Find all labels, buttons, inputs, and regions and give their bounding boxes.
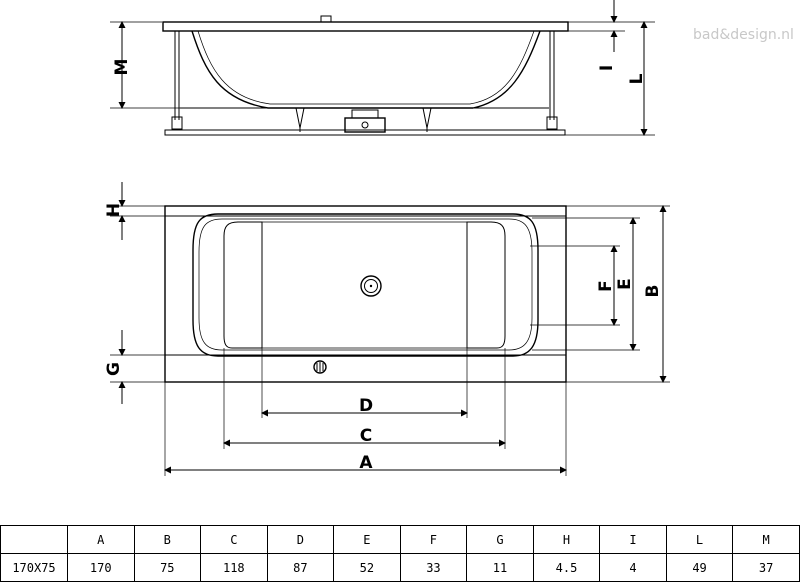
side-view: M I L xyxy=(110,0,655,136)
table-header-cell: G xyxy=(466,525,534,554)
table-cell: 49 xyxy=(665,553,734,582)
table-header-cell: B xyxy=(133,525,202,554)
table-header-cell: C xyxy=(200,525,268,554)
table-cell: 4 xyxy=(599,553,667,582)
table-header-row: A B C D E F G H I L M xyxy=(0,525,800,554)
table-cell: 75 xyxy=(133,553,202,582)
table-cell-model: 170X75 xyxy=(0,553,68,582)
watermark: bad&design.nl xyxy=(693,27,794,43)
table-row: 170X75 170 75 118 87 52 33 11 4.5 4 49 3… xyxy=(0,553,800,582)
table-cell: 118 xyxy=(200,553,268,582)
tub-rim xyxy=(162,21,569,32)
dim-label-b: B xyxy=(643,285,663,298)
table-cell: 87 xyxy=(266,553,335,582)
table-cell: 11 xyxy=(466,553,534,582)
overflow-knob xyxy=(320,15,332,23)
drain-trap xyxy=(351,109,379,119)
overflow xyxy=(313,360,327,374)
table-cell: 37 xyxy=(732,553,800,582)
dim-label-h: H xyxy=(104,203,124,217)
table-header-cell xyxy=(0,525,68,554)
table-header-cell: F xyxy=(399,525,468,554)
table-cell: 33 xyxy=(399,553,468,582)
tub-basin-top xyxy=(192,213,539,357)
dim-label-d: D xyxy=(359,396,373,416)
table-cell: 170 xyxy=(67,553,135,582)
drain xyxy=(360,275,382,297)
table-header-cell: H xyxy=(532,525,601,554)
table-header-cell: D xyxy=(266,525,335,554)
dim-label-a: A xyxy=(359,453,373,473)
dim-label-f: F xyxy=(596,280,616,292)
dim-label-e: E xyxy=(615,278,635,290)
table-cell: 4.5 xyxy=(532,553,601,582)
backrest-right xyxy=(466,221,506,349)
dim-label-g: G xyxy=(104,362,124,376)
dim-label-i: I xyxy=(597,65,617,71)
floor-line xyxy=(164,129,566,136)
tub-outline-top xyxy=(164,205,567,383)
dim-label-m: M xyxy=(112,59,132,76)
table-header-cell: I xyxy=(599,525,667,554)
dim-label-c: C xyxy=(360,426,372,446)
table-header-cell: A xyxy=(67,525,135,554)
table-header-cell: M xyxy=(732,525,800,554)
backrest-left xyxy=(223,221,263,349)
table-header-cell: L xyxy=(665,525,734,554)
dimensions-table: A B C D E F G H I L M 170X75 170 75 118 … xyxy=(0,525,800,582)
top-view: H G F E B D C A xyxy=(104,182,670,476)
dim-label-l: L xyxy=(627,73,647,84)
table-cell: 52 xyxy=(333,553,401,582)
table-header-cell: E xyxy=(333,525,401,554)
